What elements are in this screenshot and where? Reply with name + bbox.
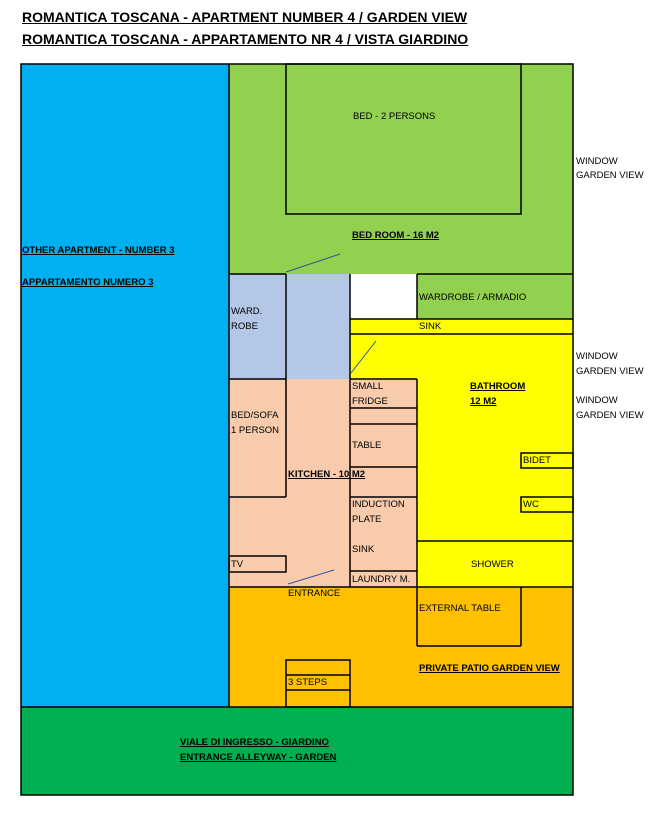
steps-label: 3 STEPS [288,677,328,688]
bed-label: BED - 2 PERSONS [353,111,436,122]
induction-plate-label-line1: INDUCTION [352,499,405,510]
bed-sofa-label-line1: BED/SOFA [231,410,279,421]
bathroom-label-line2: 12 M2 [470,396,497,407]
title-english: ROMANTICA TOSCANA - APARTMENT NUMBER 4 /… [22,9,468,25]
wc-label: WC [523,499,539,510]
bedroom-label: BED ROOM - 16 M2 [352,230,440,241]
entrance-label: ENTRANCE [288,588,341,599]
garden-label-english: ENTRANCE ALLEYWAY - GARDEN [180,752,337,763]
small-fridge-label-line2: FRIDGE [352,396,388,407]
other-apartment-zone [21,64,229,707]
small-fridge-label-line1: SMALL [352,381,384,392]
wardrobe-left-label-line1: WARD. [231,306,263,317]
bathroom-label-line1: BATHROOM [470,381,526,392]
external-table-label: EXTERNAL TABLE [419,603,501,614]
bidet-label: BIDET [523,455,551,466]
wardrobe-left-label-line2: ROBE [231,321,258,332]
window-bathroom-1-line2: GARDEN VIEW [576,366,644,377]
window-bathroom-1-line1: WINDOW [576,351,618,362]
garden-label-italian: VIALE DI INGRESSO - GIARDINO [180,737,329,748]
kitchen-sink-label: SINK [352,544,375,555]
other-apartment-label: OTHER APARTMENT - NUMBER 3 [22,245,175,256]
wardrobe-zone [229,274,350,379]
laundry-label: LAUNDRY M. [352,574,411,585]
title-italian: ROMANTICA TOSCANA - APPARTAMENTO NR 4 / … [22,31,469,47]
window-bathroom-2-line2: GARDEN VIEW [576,410,644,421]
kitchen-label: KITCHEN - 10 M2 [288,469,366,480]
induction-plate-label-line2: PLATE [352,514,382,525]
tv-label: TV [231,559,244,570]
patio-label: PRIVATE PATIO GARDEN VIEW [419,663,560,674]
shower-label: SHOWER [471,559,514,570]
table-label: TABLE [352,440,382,451]
kitchen-zone [229,379,417,587]
wardrobe-armadio-zone [417,274,573,319]
window-bedroom-line2: GARDEN VIEW [576,170,644,181]
wardrobe-armadio-label: WARDROBE / ARMADIO [419,292,527,303]
window-bathroom-2-line1: WINDOW [576,395,618,406]
window-bedroom-line1: WINDOW [576,156,618,167]
garden-zone [21,707,573,795]
bathroom-sink-label: SINK [419,321,442,332]
bed-sofa-label-line2: 1 PERSON [231,425,280,436]
other-apartment-label-italian: APPARTAMENTO NUMERO 3 [22,277,154,288]
kitchen-upper-zone [350,319,417,379]
